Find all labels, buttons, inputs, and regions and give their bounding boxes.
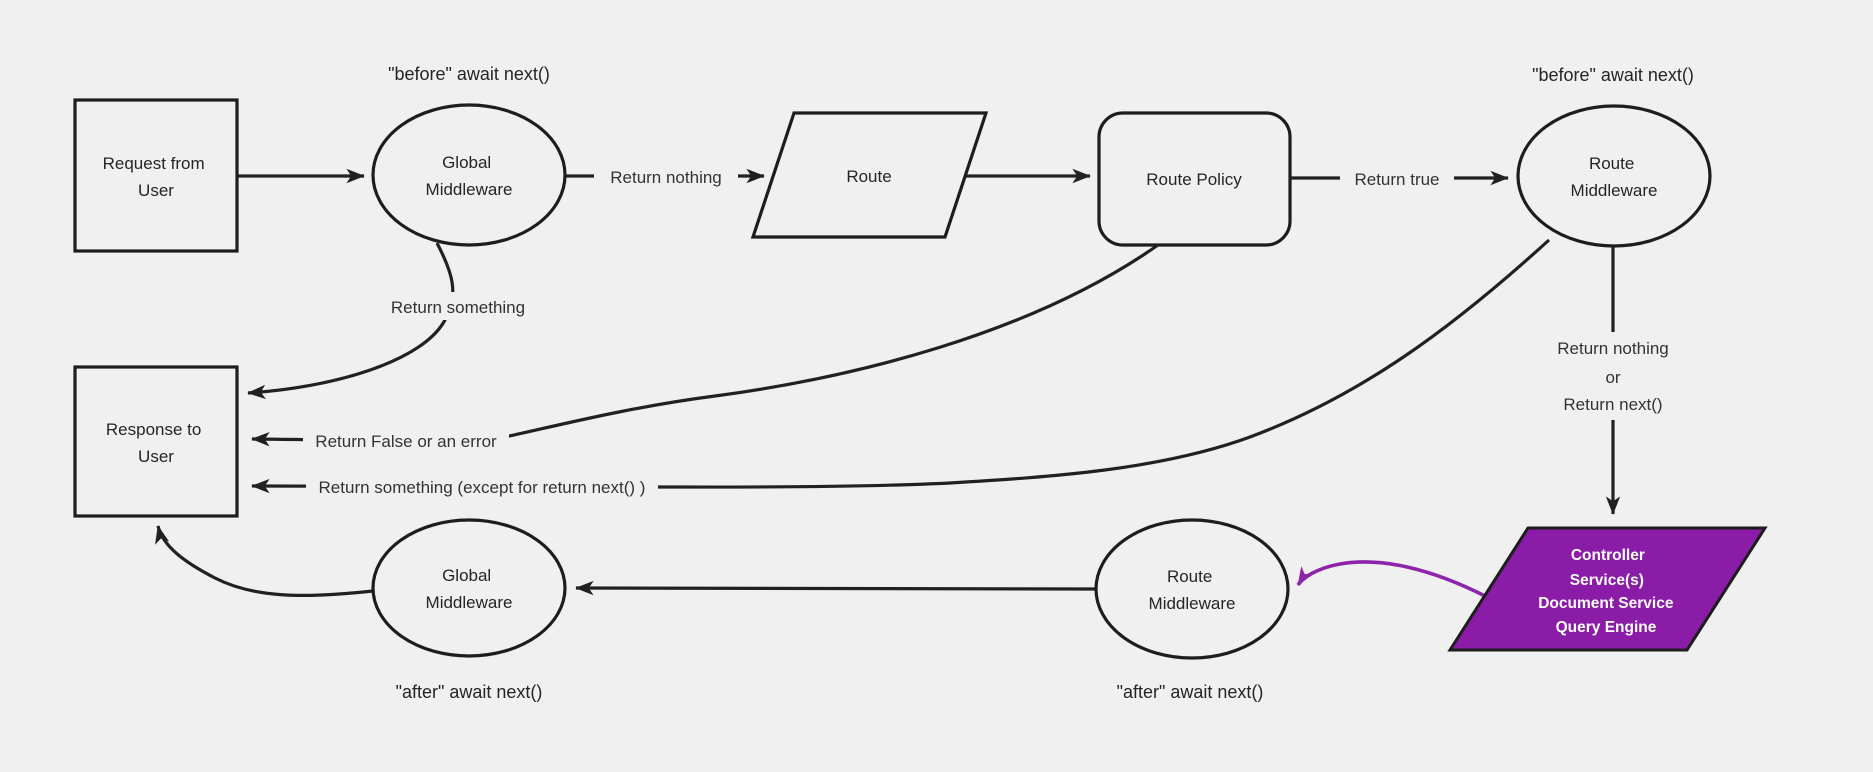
route-policy-label: Route Policy <box>1146 170 1242 189</box>
svg-text:or: or <box>1605 368 1620 387</box>
edge-route-policy-to-response <box>251 243 1159 447</box>
response-box <box>73 365 239 518</box>
request-label: Request from User <box>103 154 210 200</box>
edge-label-bg <box>594 162 738 190</box>
edge-label-return-nothing: Return nothing <box>594 162 738 190</box>
route-policy-box <box>1097 111 1292 247</box>
annotation-after-route: "after" await next() <box>1117 682 1264 702</box>
node-global-middleware-after: Global Middleware <box>371 518 567 658</box>
route-label: Route <box>846 167 891 186</box>
svg-text:Return False or an error: Return False or an error <box>315 432 497 451</box>
node-route-middleware-before: Route Middleware <box>1516 104 1712 248</box>
edge-route-middleware-to-response <box>251 238 1551 494</box>
edge-route-middleware-after-to-global-middleware-after <box>575 580 1097 596</box>
svg-text:Return something (except for r: Return something (except for return next… <box>319 478 646 497</box>
edge-label-return-true: Return true <box>1340 164 1454 192</box>
node-route-policy: Route Policy <box>1097 111 1292 247</box>
route-parallelogram <box>750 111 989 239</box>
edge-label-return-something-except: Return something (except for return next… <box>306 473 658 501</box>
edge-controller-to-route-middleware-after <box>1296 560 1488 599</box>
route-middleware-after-label: Route Middleware <box>1149 567 1236 613</box>
global-middleware-after-ellipse <box>371 518 567 658</box>
edge-global-middleware-to-response <box>247 242 455 400</box>
edge-label-bg <box>303 426 509 454</box>
svg-text:Return true: Return true <box>1354 170 1439 189</box>
svg-text:Return next(): Return next() <box>1563 395 1662 414</box>
request-box <box>73 98 239 253</box>
node-request-from-user: Request from User <box>73 98 239 253</box>
node-route-middleware-after: Route Middleware <box>1094 518 1290 660</box>
route-middleware-ellipse <box>1516 104 1712 248</box>
global-middleware-after-label: Global Middleware <box>426 566 513 612</box>
controller-label: Controller Service(s) Document Service Q… <box>1538 547 1678 636</box>
global-middleware-ellipse <box>371 103 567 247</box>
node-route: Route <box>750 111 989 239</box>
annotation-after-global: "after" await next() <box>396 682 543 702</box>
node-controller-services: Controller Service(s) Document Service Q… <box>1447 526 1768 652</box>
edge-label-return-false-or-error: Return False or an error <box>303 426 509 454</box>
svg-text:Return nothing: Return nothing <box>1557 339 1669 358</box>
global-middleware-label: Global Middleware <box>426 153 513 199</box>
edge-label-bg <box>1536 332 1690 420</box>
edge-label-bg <box>1340 164 1454 192</box>
route-middleware-label: Route Middleware <box>1571 154 1658 200</box>
edge-label-return-something: Return something <box>372 292 544 320</box>
route-middleware-after-ellipse <box>1094 518 1290 660</box>
node-global-middleware-before: Global Middleware <box>371 103 567 247</box>
edge-label-bg <box>372 292 544 320</box>
svg-text:Return something: Return something <box>391 298 525 317</box>
annotation-before-global: "before" await next() <box>388 64 550 84</box>
controller-parallelogram <box>1447 526 1768 652</box>
response-label: Response to User <box>106 420 206 466</box>
svg-text:Return nothing: Return nothing <box>610 168 722 187</box>
node-response-to-user: Response to User <box>73 365 239 518</box>
annotation-before-route: "before" await next() <box>1532 65 1694 85</box>
edge-label-return-nothing-or-next: Return nothing or Return next() <box>1536 332 1690 420</box>
edge-global-middleware-after-to-response <box>155 525 374 597</box>
edge-label-bg <box>306 473 658 501</box>
